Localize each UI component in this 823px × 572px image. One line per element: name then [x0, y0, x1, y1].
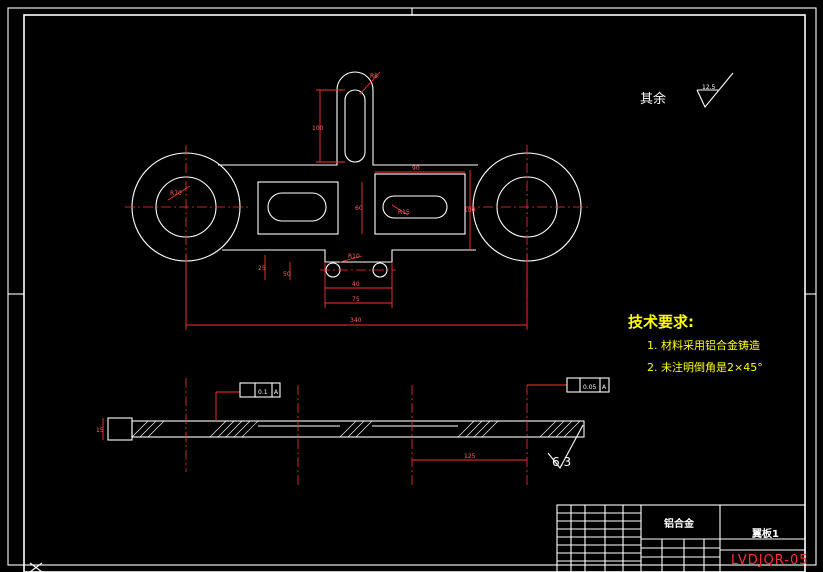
leader-slot-radius: [359, 71, 381, 95]
leader-pocket-radius: [391, 204, 409, 216]
leader-tab-radius: [339, 255, 363, 263]
dim-section-thickness: 15: [96, 427, 104, 434]
tb-mid-grid: [641, 539, 720, 572]
section-hatch: [131, 420, 581, 438]
right-pocket-slot: [382, 195, 448, 219]
plate-top-edge-right: [372, 90, 478, 166]
leader-boss-radius: [167, 185, 191, 201]
tb-drawing-code: LVDJQR-05: [731, 553, 809, 568]
parallel-value: 0.05: [583, 384, 597, 391]
upper-slot: [344, 89, 366, 163]
dim-pocket-radius: R15: [398, 209, 410, 216]
dim-tab-radius: R10: [348, 253, 360, 260]
roughness-value: 12.5: [702, 84, 716, 91]
parallel-datum: A: [602, 384, 607, 391]
section-left-edge: [107, 417, 133, 441]
roughness-note-label: 其余: [640, 91, 666, 107]
dim-pocket-width: 90: [412, 165, 420, 172]
upper-tab-arc: [336, 71, 374, 91]
parallel-frame: [566, 377, 610, 393]
dim-section-125: 125: [464, 453, 476, 460]
dim-slot-height: 100: [312, 125, 324, 132]
dim-boss-radius: R70: [170, 190, 182, 197]
tech-requirement-2: 2. 未注明倒角是2×45°: [647, 360, 763, 374]
flatness-datum: A: [274, 389, 279, 396]
tech-requirements-title: 技术要求:: [628, 313, 694, 331]
dim-overall-length: 340: [350, 317, 362, 324]
flatness-value: 0.1: [258, 389, 268, 396]
tb-part-name: 翼板1: [751, 527, 779, 540]
right-roughness-value: 6.3: [552, 455, 571, 469]
tech-requirement-1: 1. 材料采用铝合金铸造: [647, 338, 760, 352]
right-pocket: [374, 173, 466, 235]
left-pocket-slot: [267, 192, 327, 222]
ucs-icon-b: [29, 562, 43, 572]
dim-tab-offset-1: 25: [258, 265, 266, 272]
dim-tab-offset-2: 50: [283, 271, 291, 278]
drawing-frame: [23, 14, 806, 572]
roughness-symbol: [696, 72, 734, 109]
dim-tab-spacing-1: 40: [352, 281, 360, 288]
dim-body-height: 100: [464, 207, 476, 214]
dim-slot-radius: R8: [370, 73, 378, 80]
plate-bottom-edge: [222, 249, 476, 263]
plate-top-edge-left: [218, 90, 338, 166]
tb-left-grid: [557, 505, 641, 572]
dim-tab-spacing-2: 75: [352, 296, 360, 303]
left-pocket: [257, 181, 339, 235]
right-roughness-symbol: [547, 424, 584, 469]
tb-material: 铝合金: [664, 517, 695, 530]
dim-pocket-height: 60: [355, 205, 363, 212]
flatness-frame: [239, 382, 281, 398]
